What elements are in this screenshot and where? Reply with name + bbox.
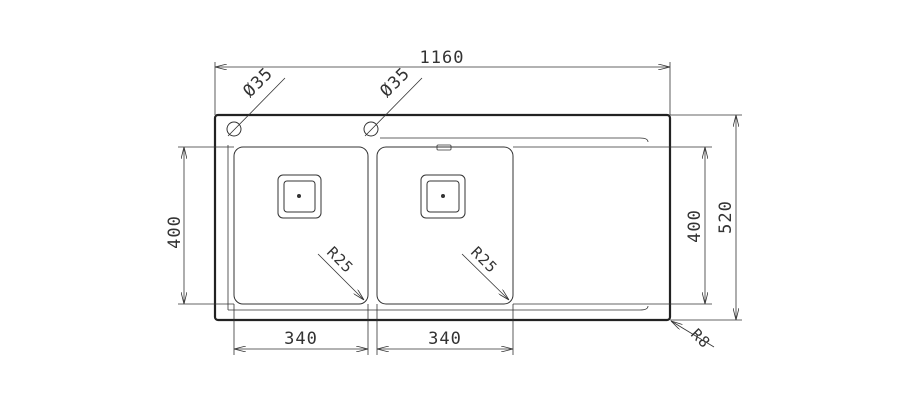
dim-corner-radius-label: R8 — [687, 325, 714, 352]
dim-bowl-depth-left-label: 400 — [165, 215, 185, 249]
dim-bowl-depth-right: 400 — [513, 146, 712, 305]
dim-overall-width-label: 1160 — [420, 48, 465, 68]
dim-bowl-width-right: 340 — [376, 304, 514, 355]
bowl-left — [233, 146, 369, 305]
drain-right — [420, 174, 466, 219]
dim-corner-radius: R8 — [671, 321, 715, 352]
dim-overall-depth-label: 520 — [716, 200, 736, 234]
dim-bowl-radius-right-label: R25 — [467, 243, 501, 277]
bowl-right — [376, 146, 514, 305]
dim-tap-hole-left-label: Ø35 — [239, 64, 277, 102]
dim-overall-width: 1160 — [214, 48, 671, 115]
tap-hole-right — [363, 121, 379, 137]
dim-tap-hole-right: Ø35 — [364, 64, 423, 137]
dim-tap-hole-right-label: Ø35 — [376, 64, 414, 102]
drain-left — [277, 174, 322, 219]
dim-overall-depth: 520 — [670, 114, 742, 321]
tap-hole-left — [226, 121, 242, 137]
dim-bowl-radius-left-label: R25 — [323, 243, 357, 277]
dim-bowl-radius-right: R25 — [461, 243, 509, 300]
dim-bowl-radius-left: R25 — [317, 243, 364, 300]
dim-bowl-depth-right-label: 400 — [685, 209, 705, 243]
dim-bowl-width-left: 340 — [233, 304, 369, 355]
drainer-bottom-groove — [227, 145, 649, 311]
dim-bowl-width-left-label: 340 — [284, 329, 318, 349]
sink-outline — [213, 113, 672, 322]
drainer-top-groove — [380, 137, 649, 143]
dim-tap-hole-left: Ø35 — [227, 64, 286, 137]
dim-bowl-depth-left: 400 — [165, 146, 234, 305]
dim-bowl-width-right-label: 340 — [428, 329, 462, 349]
